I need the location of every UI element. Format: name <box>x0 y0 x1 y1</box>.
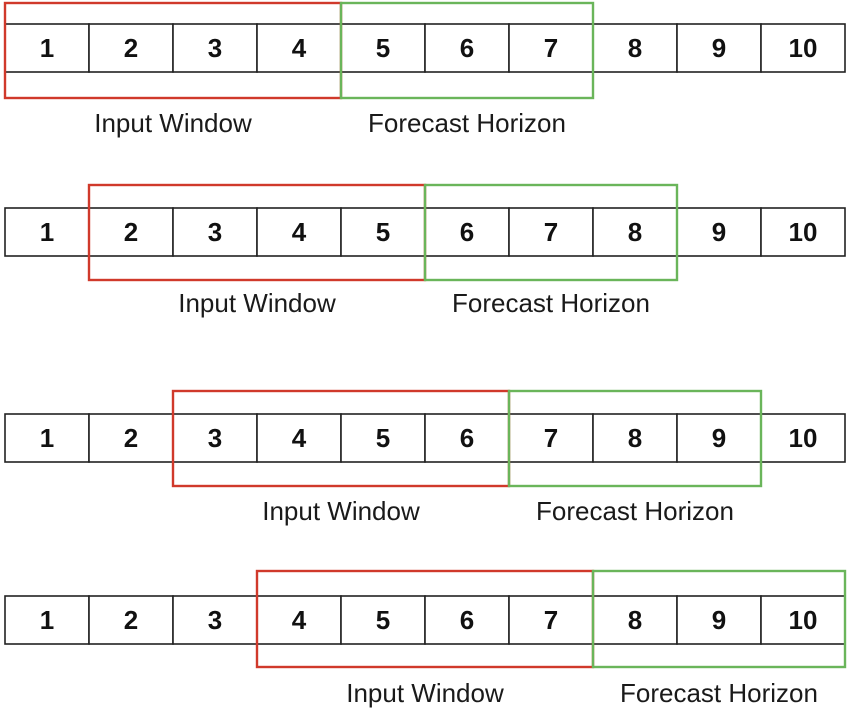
cell-label: 7 <box>544 33 558 63</box>
cell-label: 6 <box>460 217 474 247</box>
cell-label: 5 <box>376 605 390 635</box>
cell-box <box>760 595 846 645</box>
cell-label: 10 <box>789 33 818 63</box>
cell-label: 7 <box>544 605 558 635</box>
input-window-label: Input Window <box>178 288 336 318</box>
cell-label: 1 <box>40 423 54 453</box>
cell-box <box>592 413 678 463</box>
cell-label: 8 <box>628 33 642 63</box>
cell-box <box>88 23 174 73</box>
cell-box <box>256 207 342 257</box>
cell-box <box>508 595 594 645</box>
cell-label: 3 <box>208 605 222 635</box>
cell-label: 3 <box>208 423 222 453</box>
cell-label: 8 <box>628 217 642 247</box>
cell-box <box>424 23 510 73</box>
cell-label: 4 <box>292 217 307 247</box>
input-window-label: Input Window <box>94 108 252 138</box>
forecast-horizon-label: Forecast Horizon <box>452 288 650 318</box>
cell-box <box>760 23 846 73</box>
cell-label: 5 <box>376 33 390 63</box>
cell-box <box>508 413 594 463</box>
forecast-horizon-label: Forecast Horizon <box>620 678 818 708</box>
cell-label: 4 <box>292 33 307 63</box>
cell-label: 8 <box>628 423 642 453</box>
cell-box <box>88 207 174 257</box>
cell-box <box>340 207 426 257</box>
forecast-horizon-label: Forecast Horizon <box>536 496 734 526</box>
cell-label: 1 <box>40 605 54 635</box>
cell-label: 3 <box>208 33 222 63</box>
cell-label: 4 <box>292 605 307 635</box>
input-window-label: Input Window <box>262 496 420 526</box>
cell-box <box>760 413 846 463</box>
forecast-horizon-box <box>423 183 679 282</box>
cell-box <box>592 207 678 257</box>
cell-label: 5 <box>376 423 390 453</box>
forecast-horizon-box <box>591 569 847 669</box>
cell-box <box>340 413 426 463</box>
cell-label: 2 <box>124 33 138 63</box>
cell-box <box>172 595 258 645</box>
cell-box <box>340 23 426 73</box>
cell-label: 3 <box>208 217 222 247</box>
cell-label: 10 <box>789 605 818 635</box>
cell-label: 2 <box>124 423 138 453</box>
cell-box <box>676 595 762 645</box>
forecast-horizon-box <box>339 1 595 100</box>
forecast-horizon-label: Forecast Horizon <box>368 108 566 138</box>
cell-box <box>424 413 510 463</box>
cell-label: 9 <box>712 217 726 247</box>
cell-label: 4 <box>292 423 307 453</box>
cell-box <box>172 413 258 463</box>
cell-box <box>676 413 762 463</box>
cell-box <box>88 413 174 463</box>
cell-label: 6 <box>460 605 474 635</box>
cell-label: 2 <box>124 217 138 247</box>
cell-label: 5 <box>376 217 390 247</box>
cell-box <box>676 23 762 73</box>
cell-box <box>340 595 426 645</box>
cell-label: 9 <box>712 605 726 635</box>
cell-label: 7 <box>544 423 558 453</box>
forecast-horizon-box <box>507 389 763 488</box>
cell-label: 1 <box>40 33 54 63</box>
cell-box <box>508 207 594 257</box>
cell-label: 9 <box>712 33 726 63</box>
cell-label: 10 <box>789 423 818 453</box>
cell-label: 6 <box>460 423 474 453</box>
cell-label: 6 <box>460 33 474 63</box>
cell-box <box>508 23 594 73</box>
cell-box <box>760 207 846 257</box>
cell-label: 9 <box>712 423 726 453</box>
cell-box <box>88 595 174 645</box>
cell-label: 7 <box>544 217 558 247</box>
cell-label: 10 <box>789 217 818 247</box>
cell-box <box>172 23 258 73</box>
cell-box <box>4 595 90 645</box>
input-window-label: Input Window <box>346 678 504 708</box>
cell-label: 1 <box>40 217 54 247</box>
cell-box <box>592 595 678 645</box>
cell-label: 2 <box>124 605 138 635</box>
cell-label: 8 <box>628 605 642 635</box>
